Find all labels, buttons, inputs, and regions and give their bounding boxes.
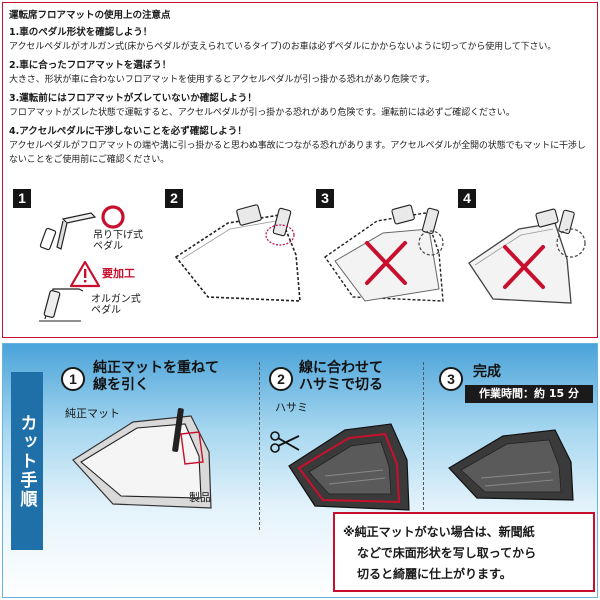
note-line-2: などで床面形状を写し取ってから <box>357 546 537 560</box>
step-divider <box>423 362 424 530</box>
note-body: フロアマットがズレた状態で運転すると、アクセルペダルが引っ掛かる恐れがあり危険で… <box>9 108 515 118</box>
cut-step-1-number: 1 <box>61 367 85 391</box>
clearance-highlight <box>265 224 295 246</box>
brake-pedal-icon <box>535 208 559 228</box>
accelerator-pedal-icon <box>558 209 575 235</box>
hanging-pedal-icon <box>39 212 97 251</box>
scissors-label: ハサミ <box>275 401 308 414</box>
marker-pen-icon <box>172 408 184 452</box>
newspaper-tip-note: ※純正マットがない場合は、新聞紙 などで床面形状を写し取ってから 切ると綺麗に仕… <box>333 512 595 592</box>
diagram-step-4-number: 4 <box>458 189 476 208</box>
accelerator-pedal-icon <box>272 207 292 237</box>
brake-pedal-icon <box>236 204 262 226</box>
cut-procedure-banner: カット手順 <box>11 372 43 550</box>
product-label: 製品 <box>189 491 211 504</box>
organ-pedal-label: オルガン式 ペダル <box>91 294 141 316</box>
note-body: 大きさ、形状が車に合わないフロアマットを使用するとアクセルペダルが引っ掛かる恐れ… <box>9 75 435 85</box>
diagram-step-3-number: 3 <box>316 189 334 208</box>
mat-interference-diagram <box>468 208 586 304</box>
ng-cross-icon <box>365 241 407 285</box>
note-body: アクセルペダルがフロアマットの端や溝に引っ掛かると思わぬ事故につながる恐れがあり… <box>9 141 586 165</box>
accelerator-pedal-icon <box>421 207 440 234</box>
cut-step-2-line2: ハサミで切る <box>299 377 383 393</box>
caution-label: 要加工 <box>102 267 135 280</box>
diagram-step-2-number: 2 <box>165 189 183 208</box>
note-heading: 2.車に合ったフロアマットを選ぼう！ <box>9 60 172 71</box>
finished-mat-illustration <box>448 429 574 501</box>
note-line-3: 切ると綺麗に仕上がります。 <box>357 567 512 581</box>
note-heading: 1.車のペダル形状を確認しよう！ <box>9 27 153 38</box>
note-line-1: ※純正マットがない場合は、新聞紙 <box>343 525 535 539</box>
scissors-icon <box>270 431 300 453</box>
warning-icon <box>69 260 101 288</box>
note-heading: 3.運転前にはフロアマットがズレていないか確認しよう！ <box>9 93 257 104</box>
ng-cross-icon <box>503 245 545 289</box>
cut-step-1-line1: 純正マットを重ねて <box>93 360 219 376</box>
step-divider <box>259 362 260 530</box>
notes-title: 運転席フロアマットの使用上の注意点 <box>9 10 171 21</box>
cut-mat-illustration <box>270 423 410 511</box>
brake-pedal-icon <box>391 204 415 225</box>
hanging-pedal-label: 吊り下げ式 ペダル <box>93 230 143 252</box>
mat-correct-diagram <box>174 204 301 302</box>
cut-step-2-number: 2 <box>269 367 293 391</box>
note-item-3: 3.運転前にはフロアマットがズレていないか確認しよう！ フロアマットがズレた状態… <box>9 92 593 120</box>
oem-mat-label: 純正マット <box>65 407 120 420</box>
cut-step-3-line1: 完成 <box>473 364 501 380</box>
note-heading: 4.アクセルペダルに干渉しないことを必ず確認しよう！ <box>9 126 247 137</box>
diagram-step-1-number: 1 <box>13 189 31 208</box>
cut-procedure-panel: カット手順 1 純正マットを重ねて 線を引く 純正マット 製品 2 線に合わせて… <box>2 343 598 598</box>
note-body: アクセルペダルがオルガン式(床からペダルが支えられているタイプ)のお車は必ずペダ… <box>9 42 557 52</box>
trace-mat-illustration <box>72 408 212 509</box>
ok-circle-icon <box>101 205 125 229</box>
note-item-1: 1.車のペダル形状を確認しよう！ アクセルペダルがオルガン式(床からペダルが支え… <box>9 26 593 54</box>
work-time-badge: 作業時間：約 15 分 <box>465 385 593 403</box>
note-item-4: 4.アクセルペダルに干渉しないことを必ず確認しよう！ アクセルペダルがフロアマッ… <box>9 125 593 167</box>
usage-notes: 運転席フロアマットの使用上の注意点 1.車のペダル形状を確認しよう！ アクセルペ… <box>9 9 593 167</box>
cut-step-3-number: 3 <box>439 367 463 391</box>
mat-shifted-diagram <box>324 204 444 302</box>
cut-step-1-line2: 線を引く <box>93 377 149 393</box>
pedal-type-diagram <box>39 205 125 322</box>
note-item-2: 2.車に合ったフロアマットを選ぼう！ 大きさ、形状が車に合わないフロアマットを使… <box>9 59 593 87</box>
organ-pedal-icon <box>39 288 84 322</box>
caution-panel: 運転席フロアマットの使用上の注意点 1.車のペダル形状を確認しよう！ アクセルペ… <box>2 2 598 338</box>
cut-step-2-line1: 線に合わせて <box>299 360 383 376</box>
